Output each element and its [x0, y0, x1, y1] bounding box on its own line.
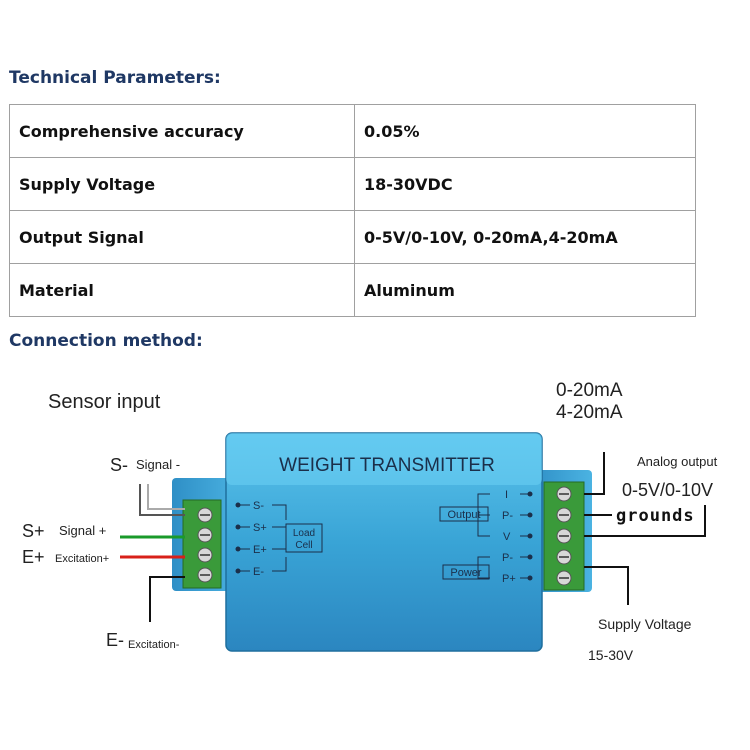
- terminal-dot: [527, 554, 533, 560]
- table-row: Output Signal 0-5V/0-10V, 0-20mA,4-20mA: [9, 210, 696, 264]
- terminal-dot: [527, 533, 533, 539]
- housing-highlight: [226, 433, 542, 485]
- right-screw: [556, 507, 572, 523]
- e-minus-pin: E-: [106, 630, 124, 650]
- output-terminal-label: P-: [502, 510, 513, 522]
- load-cell-label: Load: [293, 528, 315, 539]
- wire-voltage-out: [584, 505, 706, 537]
- right-screw: [556, 528, 572, 544]
- e-plus-text: Excitation+: [55, 553, 109, 565]
- power-terminal-label: P+: [502, 573, 516, 585]
- terminal-dot: [235, 568, 241, 574]
- current-output-label: 4-20mA: [556, 402, 623, 423]
- left-terminal-lines: [240, 504, 287, 572]
- terminal-dot: [235, 546, 241, 552]
- table-row: Material Aluminum: [9, 263, 696, 317]
- parameter-value: 0-5V/0-10V, 0-20mA,4-20mA: [354, 210, 696, 264]
- left-terminal-label: S+: [253, 522, 267, 534]
- s-minus-text: Signal -: [136, 457, 180, 472]
- s-minus-pin: S-: [110, 455, 128, 475]
- left-screw: [197, 527, 213, 543]
- load-cell-box: [285, 523, 323, 553]
- wiring-diagram: Sensor input WEIGHT TRANSMITTER S- S+ E+…: [22, 380, 718, 663]
- parameters-table: Comprehensive accuracy 0.05% Supply Volt…: [9, 104, 696, 317]
- current-output-label: 0-20mA: [556, 380, 623, 401]
- output-label: Output: [447, 509, 480, 521]
- wire-black: [149, 576, 185, 622]
- parameter-name: Comprehensive accuracy: [9, 104, 355, 158]
- terminal-dot: [527, 491, 533, 497]
- parameter-value: 0.05%: [354, 104, 696, 158]
- s-plus-pin: S+: [22, 521, 45, 541]
- parameter-name: Output Signal: [9, 210, 355, 264]
- wire-signal-minus: [139, 484, 185, 516]
- technical-parameters-heading: Technical Parameters:: [9, 68, 221, 88]
- power-box: [442, 564, 490, 580]
- connection-method-heading: Connection method:: [9, 331, 203, 351]
- terminal-dot: [527, 512, 533, 518]
- wire-current-out: [584, 452, 605, 495]
- e-plus-pin: E+: [22, 547, 45, 567]
- analog-output-label: Analog output: [637, 454, 718, 469]
- load-cell-label: Cell: [295, 540, 312, 551]
- parameter-value: Aluminum: [354, 263, 696, 317]
- grounds-label: grounds: [616, 506, 695, 526]
- right-screw: [556, 486, 572, 502]
- output-terminal-label: V: [503, 531, 511, 543]
- left-screw: [197, 507, 213, 523]
- wire-supply: [584, 566, 629, 605]
- left-screw: [197, 547, 213, 563]
- left-terminal-label: E-: [253, 566, 264, 578]
- s-plus-text: Signal +: [59, 523, 106, 538]
- terminal-dot: [235, 502, 241, 508]
- table-row: Supply Voltage 18-30VDC: [9, 157, 696, 211]
- parameter-name: Supply Voltage: [9, 157, 355, 211]
- supply-voltage-label: Supply Voltage: [598, 616, 692, 632]
- power-label: Power: [450, 567, 482, 579]
- left-screw: [197, 567, 213, 583]
- terminal-dot: [527, 575, 533, 581]
- output-box: [439, 506, 489, 522]
- table-row: Comprehensive accuracy 0.05%: [9, 104, 696, 158]
- output-terminal-label: I: [505, 489, 508, 501]
- voltage-output-label: 0-5V/0-10V: [622, 480, 713, 500]
- parameter-name: Material: [9, 263, 355, 317]
- e-minus-text: Excitation-: [128, 639, 180, 651]
- right-screw: [556, 570, 572, 586]
- left-terminal-label: E+: [253, 544, 267, 556]
- wire-signal-minus-shield: [147, 484, 185, 510]
- supply-range-label: 15-30V: [588, 647, 634, 663]
- parameter-value: 18-30VDC: [354, 157, 696, 211]
- right-screw: [556, 549, 572, 565]
- left-terminal-label: S-: [253, 500, 264, 512]
- sensor-input-label: Sensor input: [48, 391, 161, 413]
- terminal-dot: [235, 524, 241, 530]
- device-title: WEIGHT TRANSMITTER: [279, 455, 495, 476]
- power-terminal-label: P-: [502, 552, 513, 564]
